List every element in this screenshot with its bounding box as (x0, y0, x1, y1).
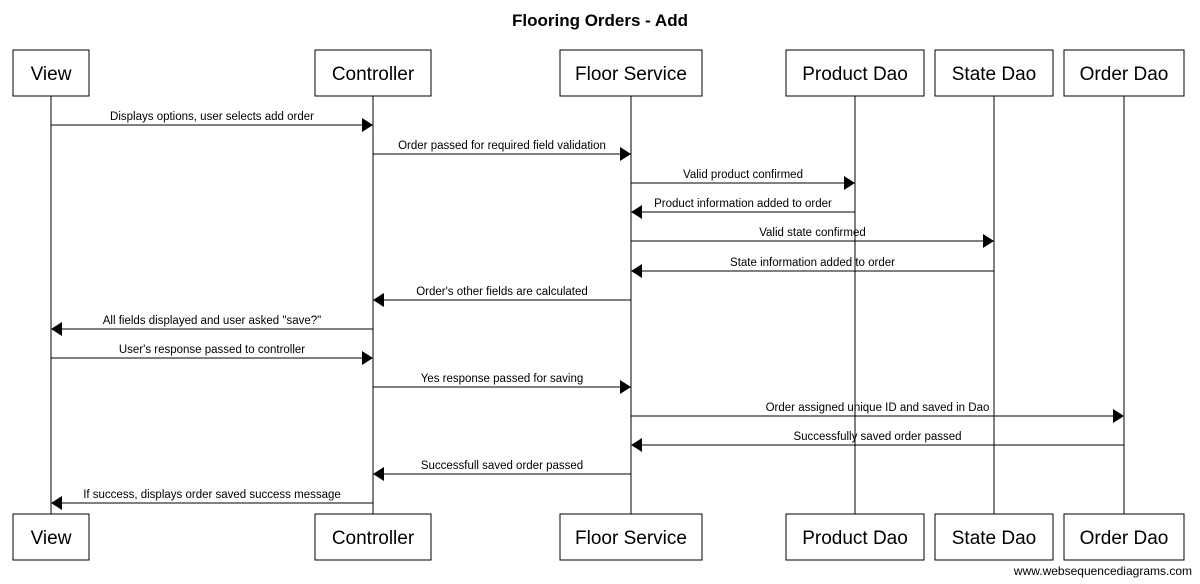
arrowhead (983, 234, 994, 248)
arrowhead (620, 147, 631, 161)
actor-label: Controller (332, 64, 415, 85)
actor-box (314, 49, 432, 97)
message-9: User's response passed to controller (51, 344, 373, 365)
messages: Displays options, user selects add order… (51, 111, 1124, 510)
message-label: Successfull saved order passed (421, 460, 583, 472)
actor-order-dao-bottom: Order Dao (1063, 513, 1185, 561)
message-8: All fields displayed and user asked "sav… (51, 315, 373, 336)
actor-label: Product Dao (802, 64, 908, 85)
message-5: Valid state confirmed (631, 227, 994, 248)
actor-box (12, 513, 90, 561)
arrowhead (51, 496, 62, 510)
actor-label: Controller (332, 528, 415, 549)
actor-box (1063, 513, 1185, 561)
diagram-title: Flooring Orders - Add (512, 11, 688, 30)
actor-view-bottom: View (12, 513, 90, 561)
message-label: Order passed for required field validati… (398, 140, 606, 152)
arrowhead (631, 205, 642, 219)
actor-state-dao-top: State Dao (934, 49, 1054, 97)
watermark: www.websequencediagrams.com (1013, 564, 1192, 578)
arrowhead (844, 176, 855, 190)
actor-controller-bottom: Controller (314, 513, 432, 561)
actor-box (934, 49, 1054, 97)
actor-box (1063, 49, 1185, 97)
message-10: Yes response passed for saving (373, 373, 631, 394)
actor-box (934, 513, 1054, 561)
message-label: Valid product confirmed (683, 169, 803, 181)
message-12: Successfully saved order passed (631, 431, 1124, 452)
lifelines (50, 96, 1125, 514)
actors-bottom: View Controller Floor Service Product Dao St… (12, 513, 1185, 561)
actor-label: State Dao (952, 64, 1037, 85)
message-13: Successfull saved order passed (373, 460, 631, 481)
actor-label: Floor Service (575, 64, 687, 85)
actor-label: Product Dao (802, 528, 908, 549)
arrowhead (620, 380, 631, 394)
actor-box (559, 513, 703, 561)
message-label: Yes response passed for saving (421, 373, 584, 385)
message-label: Order's other fields are calculated (416, 286, 588, 298)
message-label: Product information added to order (654, 198, 832, 210)
actor-label: View (31, 64, 72, 85)
message-label: User's response passed to controller (119, 344, 305, 356)
actor-controller-top: Controller (314, 49, 432, 97)
actor-box (785, 49, 925, 97)
actor-view-top: View (12, 49, 90, 97)
actor-box (314, 513, 432, 561)
actor-state-dao-bottom: State Dao (934, 513, 1054, 561)
message-label: Successfully saved order passed (793, 431, 961, 443)
arrowhead (1113, 409, 1124, 423)
arrowhead (631, 438, 642, 452)
actor-floor-service-top: Floor Service (559, 49, 703, 97)
actor-box (12, 49, 90, 97)
arrowhead (631, 264, 642, 278)
arrowhead (51, 322, 62, 336)
actor-product-dao-top: Product Dao (785, 49, 925, 97)
actor-box (559, 49, 703, 97)
arrowhead (373, 293, 384, 307)
message-3: Valid product confirmed (631, 169, 855, 190)
message-4: Product information added to order (631, 198, 855, 219)
message-7: Order's other fields are calculated (373, 286, 631, 307)
actor-label: State Dao (952, 528, 1037, 549)
message-14: If success, displays order saved success… (51, 489, 373, 510)
arrowhead (362, 118, 373, 132)
actor-label: View (31, 528, 72, 549)
message-label: Order assigned unique ID and saved in Da… (766, 402, 990, 414)
message-6: State information added to order (631, 257, 994, 278)
actors-top: View Controller Floor Service Product Dao St… (12, 49, 1185, 97)
actor-product-dao-bottom: Product Dao (785, 513, 925, 561)
actor-order-dao-top: Order Dao (1063, 49, 1185, 97)
message-label: Valid state confirmed (759, 227, 866, 239)
message-label: If success, displays order saved success… (83, 489, 341, 501)
actor-label: Order Dao (1080, 528, 1169, 549)
actor-label: Floor Service (575, 528, 687, 549)
actor-label: Order Dao (1080, 64, 1169, 85)
message-11: Order assigned unique ID and saved in Da… (631, 402, 1124, 423)
actor-box (785, 513, 925, 561)
message-label: Displays options, user selects add order (110, 111, 314, 123)
message-2: Order passed for required field validati… (373, 140, 631, 161)
arrowhead (362, 351, 373, 365)
actor-floor-service-bottom: Floor Service (559, 513, 703, 561)
message-label: State information added to order (730, 257, 895, 269)
arrowhead (373, 467, 384, 481)
message-label: All fields displayed and user asked "sav… (103, 315, 321, 327)
message-1: Displays options, user selects add order (51, 111, 373, 132)
